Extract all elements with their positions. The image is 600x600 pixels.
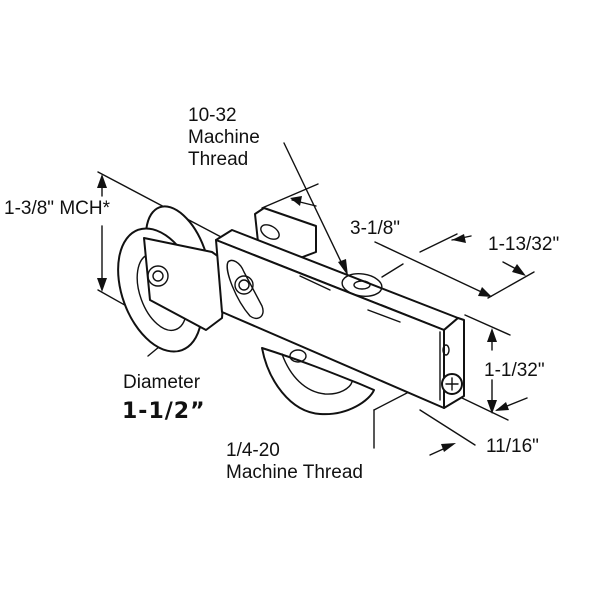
bottom-thread-label-line2: Machine Thread [226, 462, 363, 483]
top-thread-label-line3: Thread [188, 149, 249, 170]
bottom-thread-label-line1: 1/4-20 [226, 440, 280, 461]
height-mch-label: 1-3/8" MCH* [4, 198, 110, 219]
main-body [215, 229, 465, 409]
end-width-dimension [451, 234, 535, 299]
diameter-value: 1-1/2” [122, 399, 206, 424]
length-dimension [261, 183, 492, 297]
thickness-label: 11/16" [486, 436, 539, 457]
top-thread-label-line2: Machine [188, 127, 260, 148]
length-label: 3-1/8" [350, 218, 401, 239]
end-height-dimension [461, 314, 528, 421]
lower-wheel [261, 347, 375, 416]
end-width-label: 1-13/32" [488, 234, 560, 255]
diameter-label: Diameter [123, 372, 201, 393]
top-thread-label-line1: 10-32 [188, 105, 237, 126]
end-height-label: 1-1/32" [484, 360, 545, 381]
thickness-dimension [419, 409, 476, 456]
side-plate [143, 237, 227, 331]
